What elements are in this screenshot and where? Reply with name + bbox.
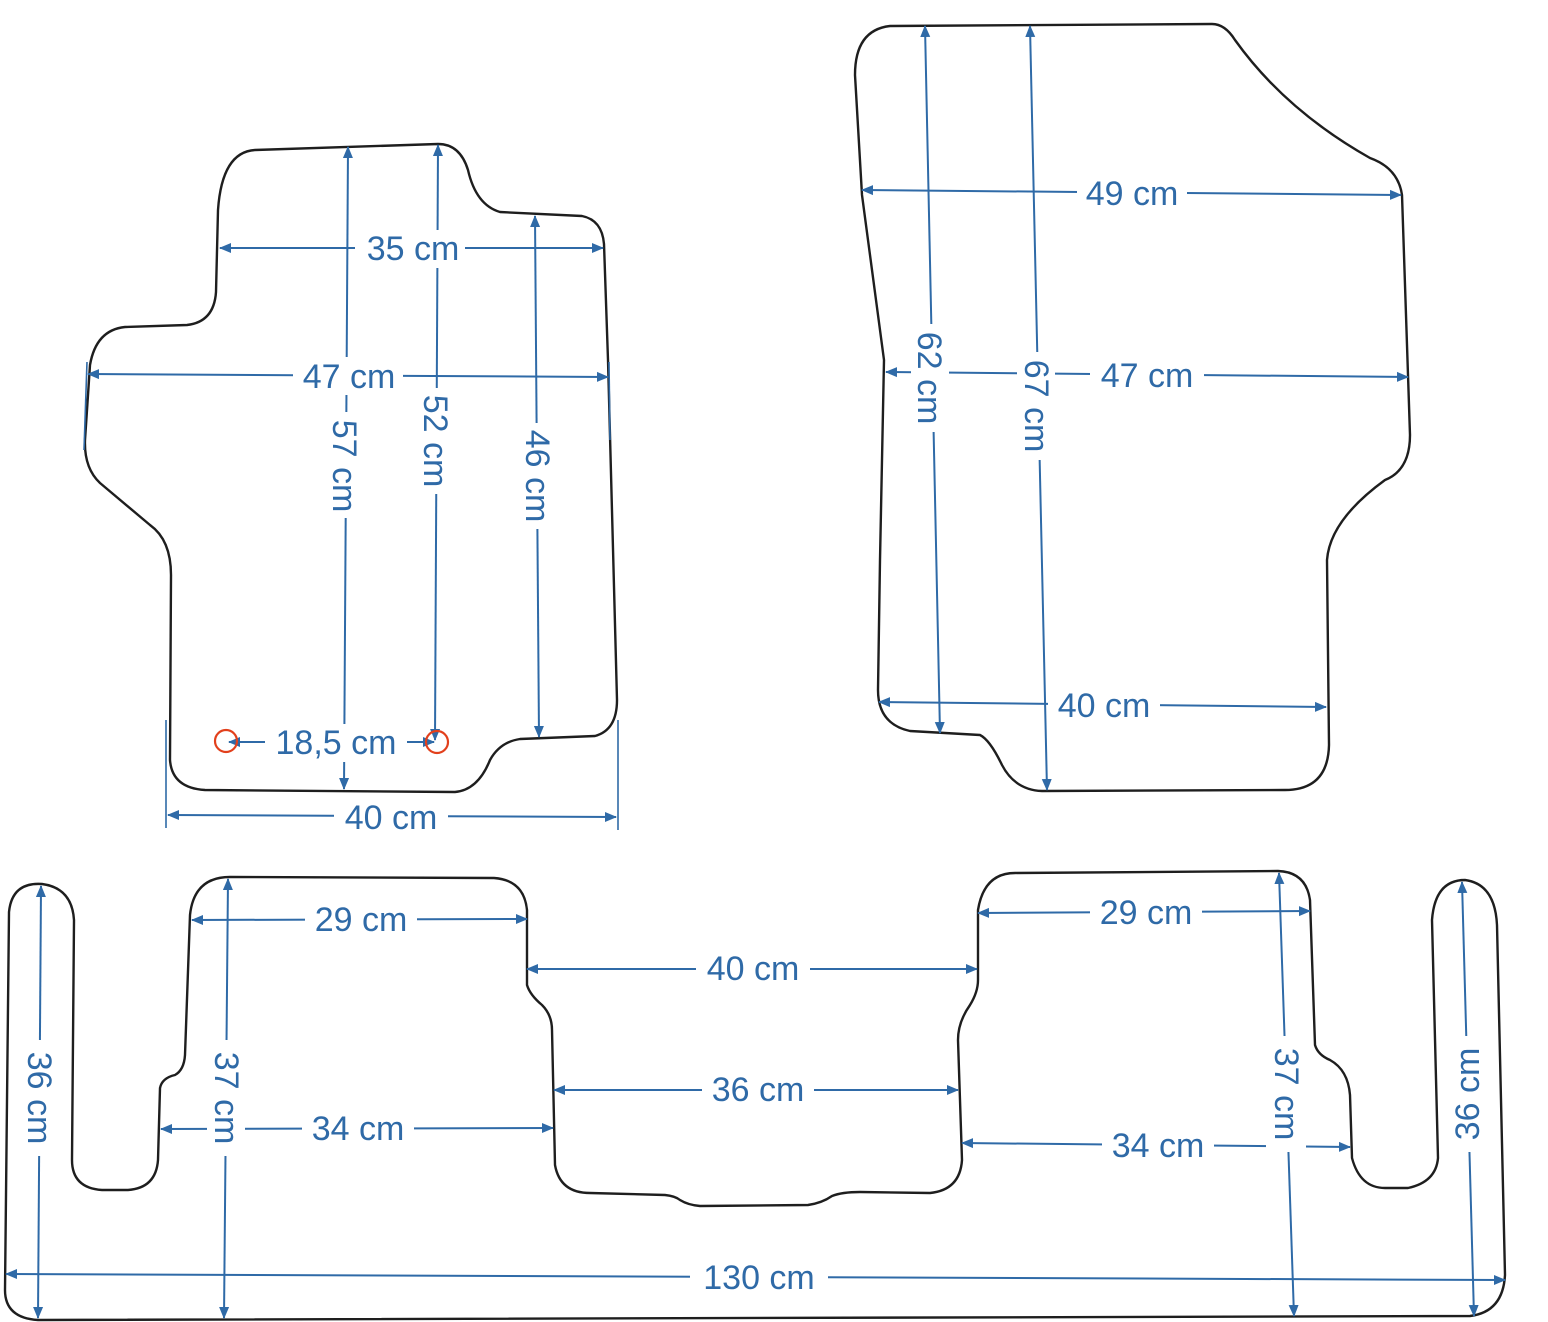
hole-spacing-label: 18,5 cm	[276, 724, 397, 762]
rear-height-outer-left: 36 cm	[20, 1052, 58, 1145]
front-left-mat: 35 cm 47 cm 40 cm 18,5 cm 57 cm 52 cm 46…	[83, 142, 619, 837]
rear-width-center-bottom: 36 cm	[712, 1071, 805, 1109]
rear-width-left-bottom: 34 cm	[312, 1110, 405, 1148]
front-left-height-2: 52 cm	[416, 395, 454, 488]
rear-width-right-top: 29 cm	[1100, 894, 1193, 932]
rear-height-inner-right: 37 cm	[1267, 1048, 1305, 1141]
front-right-width-top: 49 cm	[1086, 175, 1179, 213]
front-right-mat-outline	[853, 22, 1412, 793]
front-left-width-bottom: 40 cm	[345, 799, 438, 837]
front-left-width-top: 35 cm	[367, 230, 460, 268]
front-right-height-1: 62 cm	[910, 332, 948, 425]
mounting-hole-right	[424, 729, 450, 755]
front-right-mat: 49 cm 47 cm 40 cm 62 cm 67 cm	[853, 22, 1412, 793]
mounting-hole-left	[213, 728, 239, 754]
front-right-width-bottom: 40 cm	[1058, 687, 1151, 725]
rear-width-right-bottom: 34 cm	[1112, 1127, 1205, 1165]
front-left-height-3: 46 cm	[518, 430, 556, 523]
front-left-height-1: 57 cm	[325, 420, 363, 513]
rear-height-outer-right: 36 cm	[1449, 1048, 1487, 1141]
rear-total-width: 130 cm	[703, 1259, 815, 1297]
rear-width-center-top: 40 cm	[707, 950, 800, 988]
rear-mat-outline	[3, 869, 1507, 1322]
front-left-width-middle: 47 cm	[303, 358, 396, 396]
rear-height-inner-left: 37 cm	[207, 1052, 245, 1145]
front-right-height-2: 67 cm	[1017, 360, 1055, 453]
front-right-width-middle: 47 cm	[1101, 357, 1194, 395]
rear-mat: 29 cm 40 cm 29 cm 36 cm 34 cm 34 cm 130 …	[3, 869, 1507, 1322]
front-left-mat-outline	[83, 142, 619, 794]
rear-width-left-top: 29 cm	[315, 901, 408, 939]
